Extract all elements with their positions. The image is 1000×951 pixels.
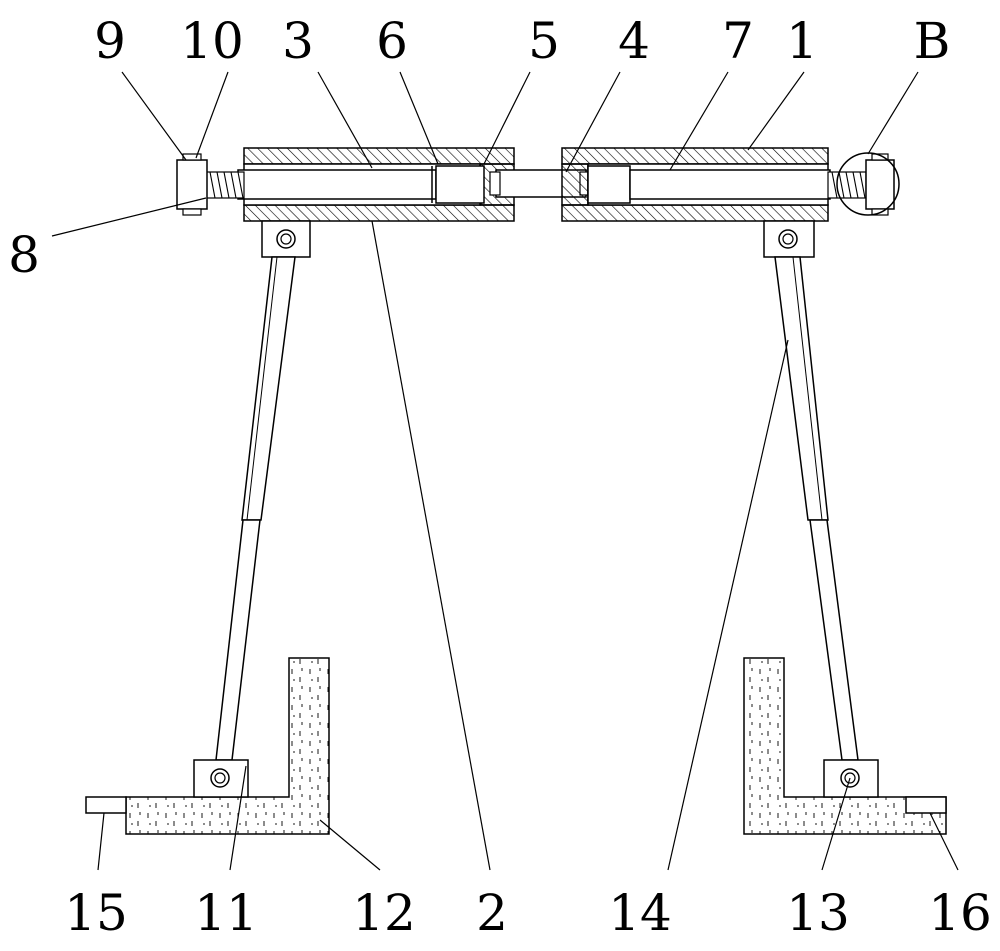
label-16: 16 [928,884,992,942]
label-7: 7 [722,12,754,70]
right-screw [827,152,900,216]
label-12: 12 [352,884,416,942]
leader-lines [51,71,959,871]
label-15: 15 [64,884,128,942]
part-labels: 9 10 3 6 5 4 7 1 B 8 15 11 12 2 14 13 16 [8,12,992,942]
label-10: 10 [180,12,244,70]
inner-rod-left [237,169,437,200]
slider-left [435,165,485,204]
label-8: 8 [8,226,40,284]
left-tube [237,147,515,222]
label-13: 13 [786,884,850,942]
foot-tab-left [85,796,127,814]
label-6: 6 [376,12,408,70]
inner-rod-right [629,169,831,200]
label-1: 1 [786,12,818,70]
label-11: 11 [194,884,258,942]
label-2: 2 [476,884,508,942]
label-B: B [914,12,951,70]
label-4: 4 [618,12,650,70]
label-5: 5 [528,12,560,70]
label-14: 14 [608,884,672,942]
right-leg [774,256,859,761]
label-9: 9 [94,12,126,70]
top-hinges [261,220,815,258]
right-tube [561,147,831,222]
left-foot [85,657,330,835]
label-3: 3 [282,12,314,70]
right-foot [743,657,947,835]
left-leg [215,256,296,761]
foot-tab-right [905,796,947,814]
left-screw [176,153,245,216]
